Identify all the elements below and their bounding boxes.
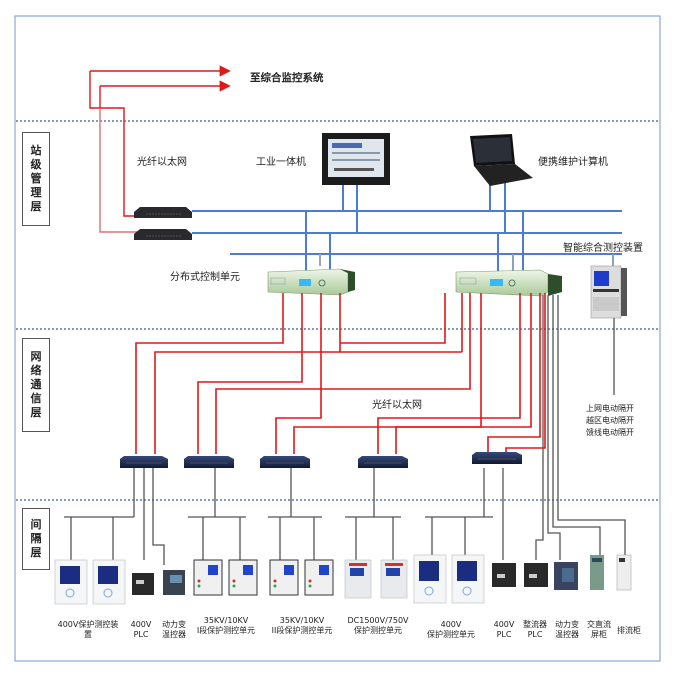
switch-note-1: 上网电动隔开 — [586, 404, 634, 413]
device-400v-unit-2 — [451, 554, 485, 604]
fiber-ethernet-label-top: 光纤以太网 — [137, 157, 187, 168]
device-rectifier-plc — [524, 563, 548, 587]
core-switch-1 — [134, 207, 192, 218]
device-temp-controller-2 — [554, 562, 578, 590]
switch-note-3: 馈线电动隔开 — [586, 428, 634, 437]
device-drain-cabinet — [616, 554, 632, 591]
device-acdc-cabinet — [590, 555, 604, 590]
ring-switch-5 — [472, 452, 522, 464]
ring-switch-1 — [120, 456, 168, 468]
hardwire-links — [64, 295, 626, 565]
laptop — [470, 134, 533, 186]
bay-label-temp-controller-1: 动力变温控器 — [162, 620, 186, 639]
monitoring-system-label: 至综合监控系统 — [250, 72, 324, 84]
bay-label-drain-cabinet: 排流柜 — [617, 626, 641, 635]
bay-devices — [54, 554, 632, 605]
fiber-ethernet-label-network: 光纤以太网 — [372, 400, 422, 411]
ring-switch-3 — [260, 456, 310, 468]
bay-label-400v-protection: 400V保护测控装置 — [57, 620, 119, 639]
uplink-arrows — [89, 65, 231, 233]
outer-frame — [14, 15, 661, 662]
smart-device-label: 智能综合测控装置 — [563, 243, 643, 254]
device-400v-protection-1 — [54, 559, 88, 605]
device-400v-plc-2 — [492, 563, 516, 587]
device-400v-protection-2 — [92, 559, 126, 605]
device-dc1500-1 — [344, 559, 372, 599]
device-temp-controller-1 — [163, 570, 185, 595]
switch-note-2: 越区电动隔开 — [586, 416, 634, 425]
ethernet-bus — [192, 183, 622, 274]
device-35kv-ii-2 — [304, 559, 334, 596]
ring-switch-2 — [184, 456, 234, 468]
device-dc1500-2 — [380, 559, 408, 599]
layer-network-label: 网络通信层 — [22, 338, 50, 432]
layer-station-label: 站级管理层 — [22, 132, 50, 226]
layer-bay-label: 间隔层 — [22, 508, 50, 570]
device-35kv-i-1 — [193, 559, 223, 596]
device-35kv-i-2 — [228, 559, 258, 596]
dcu-label: 分布式控制单元 — [170, 272, 240, 283]
device-400v-unit-1 — [413, 554, 447, 604]
industrial-pc-label: 工业一体机 — [256, 157, 306, 168]
industrial-pc — [322, 133, 390, 185]
ring-switch-4 — [358, 456, 408, 468]
laptop-label: 便携维护计算机 — [538, 157, 608, 168]
distributed-control-unit-1 — [267, 268, 355, 296]
distributed-control-unit-2 — [455, 269, 562, 297]
fiber-links — [135, 293, 546, 454]
bay-label-acdc-cabinet: 交直流屏柜 — [587, 620, 611, 639]
core-switch-2 — [134, 229, 192, 240]
device-400v-plc-1 — [132, 573, 154, 595]
bay-label-temp-controller-2: 动力变温控器 — [555, 620, 579, 639]
device-35kv-ii-1 — [269, 559, 299, 596]
smart-integrated-device — [590, 265, 627, 319]
ring-switches — [120, 452, 522, 468]
